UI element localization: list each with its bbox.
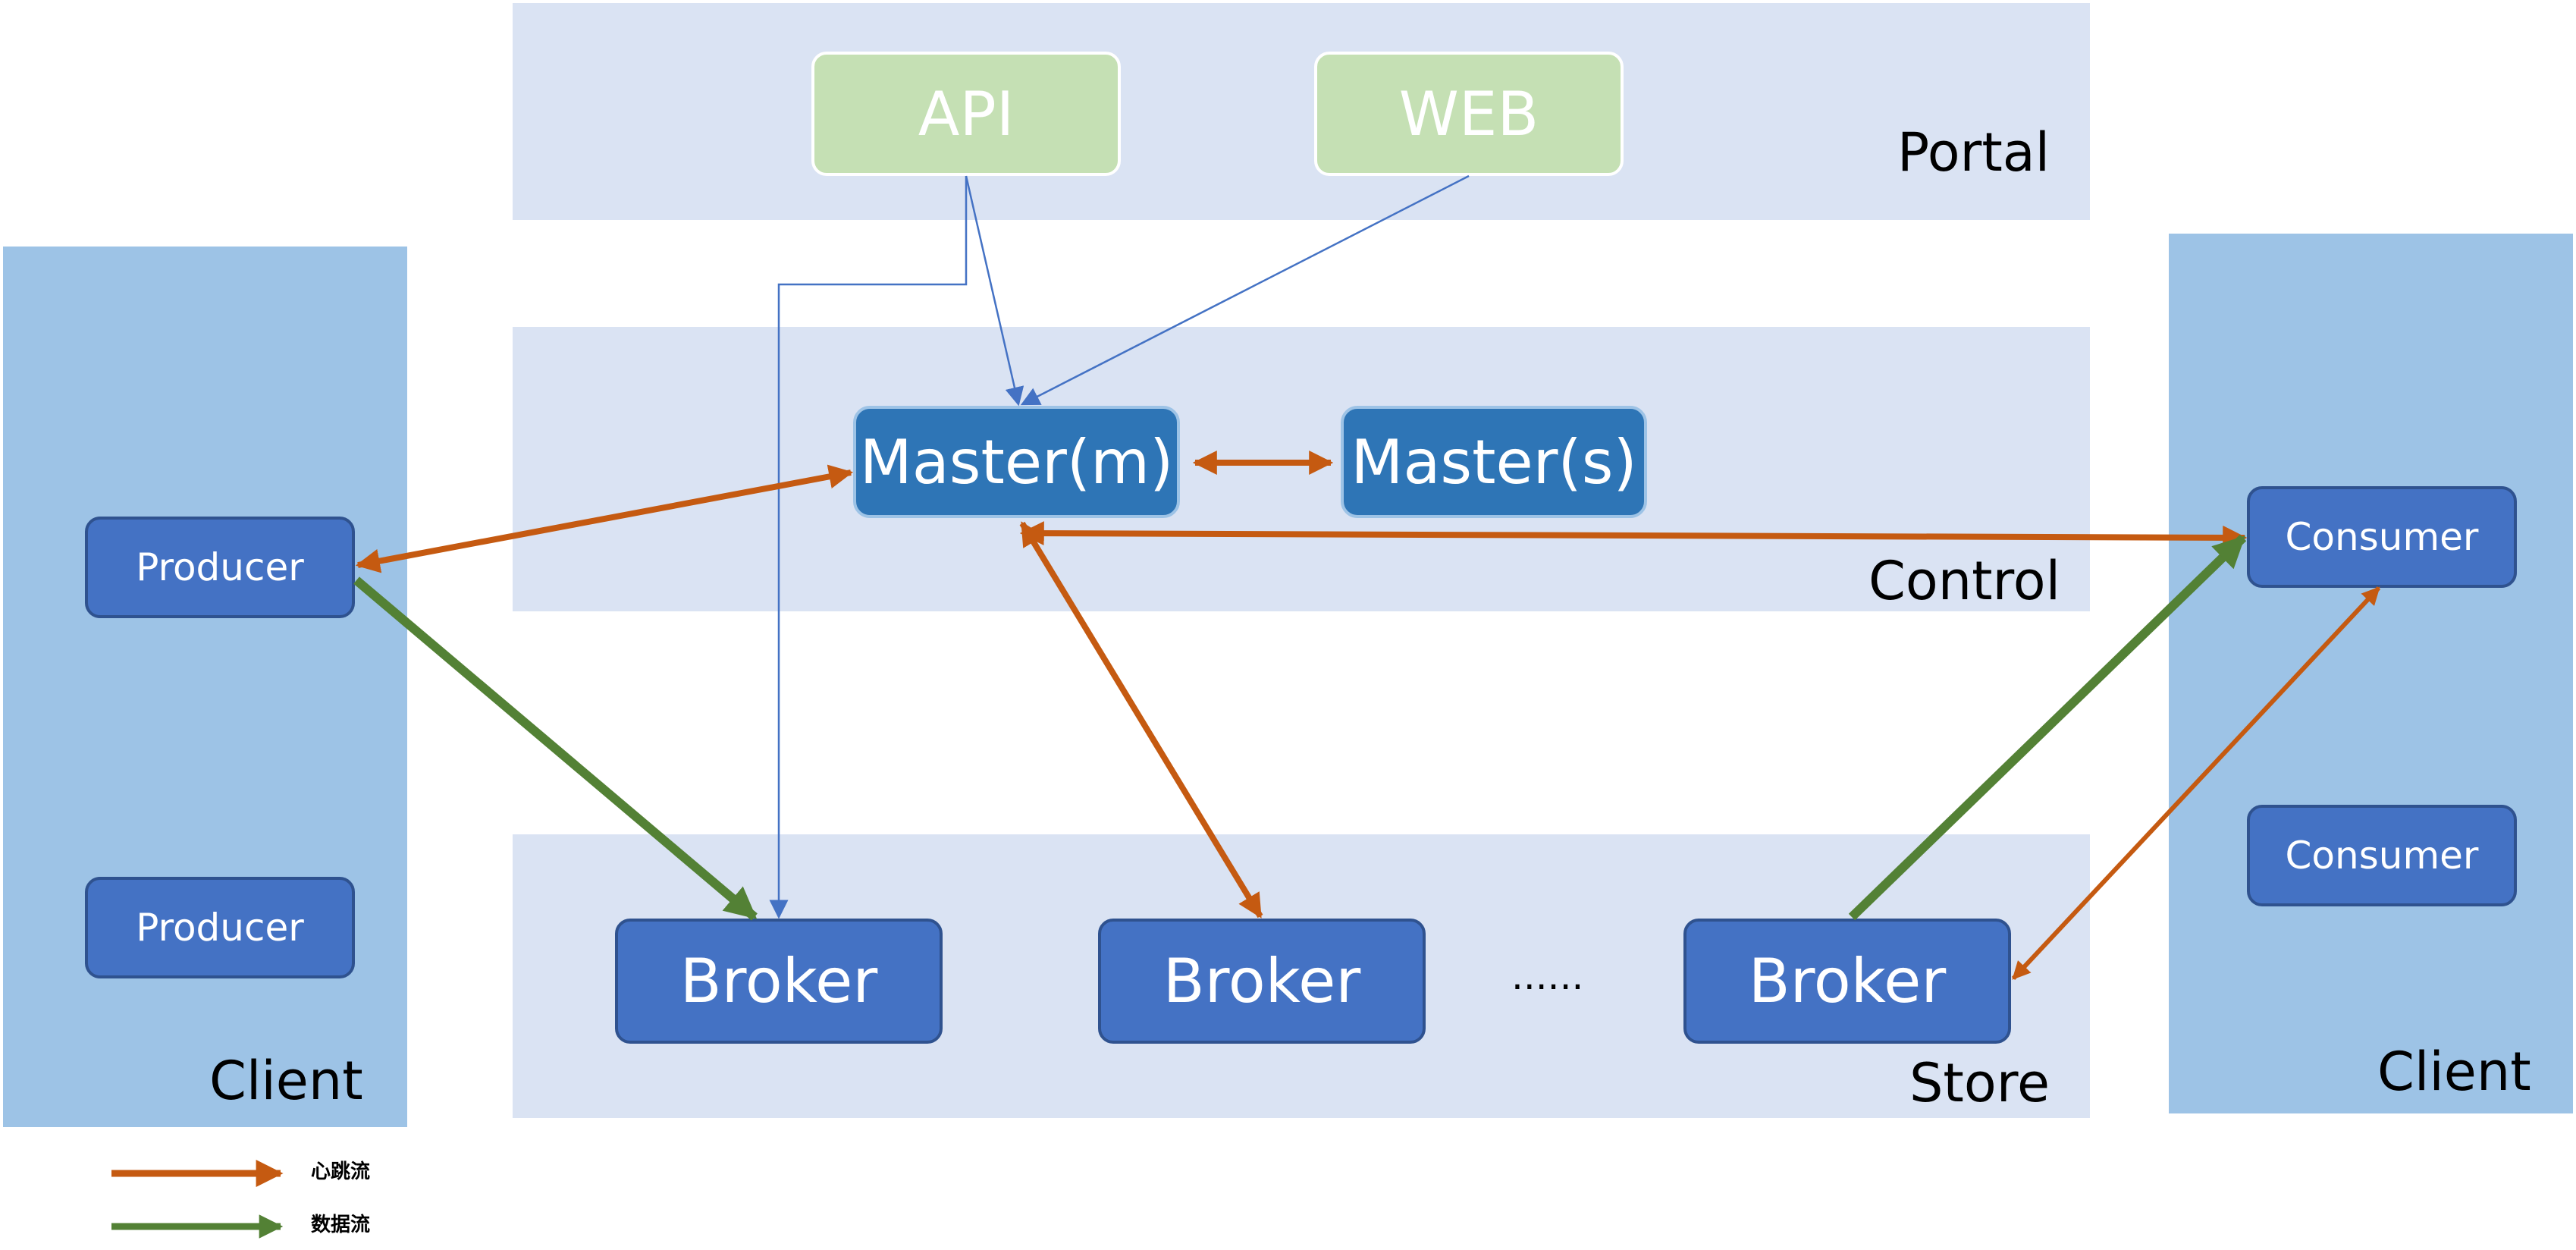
api-node: API bbox=[811, 52, 1121, 176]
broker-node: Broker bbox=[1683, 919, 2011, 1044]
broker-node: Broker bbox=[615, 919, 943, 1044]
store-label: Store bbox=[1909, 1052, 2050, 1114]
client-right-label: Client bbox=[2377, 1041, 2531, 1103]
producer-node: Producer bbox=[85, 517, 355, 618]
api-to-broker-link bbox=[769, 176, 968, 919]
master-s-node: Master(s) bbox=[1341, 406, 1647, 518]
client-left-column bbox=[3, 247, 407, 1127]
legend-data-label: 数据流 bbox=[311, 1214, 371, 1236]
broker-consumer-dataflow bbox=[1848, 534, 2247, 921]
api-to-master-link bbox=[965, 175, 1024, 407]
master-broker-heartbeat bbox=[1019, 521, 1263, 919]
web-to-master-link bbox=[1020, 174, 1470, 406]
client-left-label: Client bbox=[209, 1050, 363, 1112]
portal-band bbox=[513, 3, 2090, 220]
broker-node: Broker bbox=[1098, 919, 1426, 1044]
consumer-node: Consumer bbox=[2247, 486, 2517, 588]
producer-master-heartbeat bbox=[355, 464, 854, 573]
producer-broker-dataflow bbox=[353, 576, 758, 921]
producer-node: Producer bbox=[85, 877, 355, 978]
master-m-node: Master(m) bbox=[853, 406, 1180, 518]
web-node: WEB bbox=[1314, 52, 1624, 176]
master-consumer-heartbeat bbox=[1019, 521, 2248, 550]
consumer-broker-heartbeat bbox=[2011, 586, 2381, 981]
portal-label: Portal bbox=[1897, 121, 2050, 184]
legend-heartbeat-label: 心跳流 bbox=[311, 1160, 371, 1183]
broker-ellipsis: ...... bbox=[1511, 954, 1584, 998]
